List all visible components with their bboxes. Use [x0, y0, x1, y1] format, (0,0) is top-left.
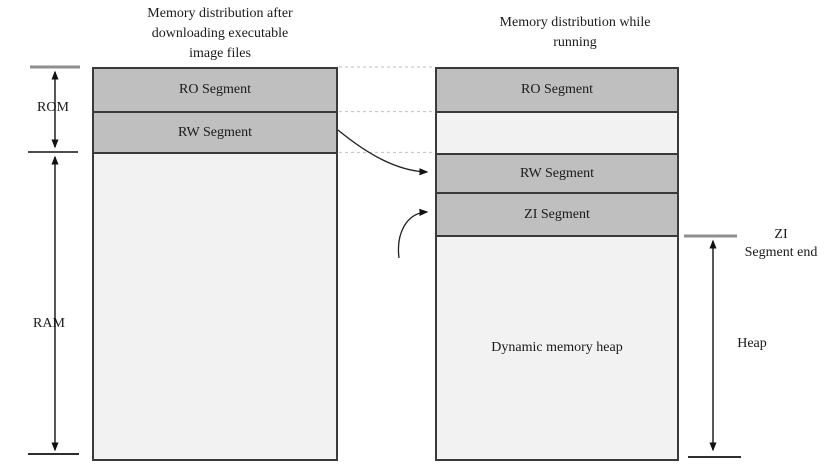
right-rw-segment: RW Segment	[437, 155, 677, 194]
right-heap-region: Dynamic memory heap	[437, 237, 677, 459]
left-rw-segment: RW Segment	[94, 113, 336, 154]
ram-bracket-label: RAM	[33, 316, 65, 331]
rw-relocation-arrow	[337, 129, 429, 176]
heap-bracket-label: Heap	[737, 336, 767, 351]
right-ro-segment-label: RO Segment	[521, 82, 593, 97]
left-column-title: Memory distribution after downloading ex…	[147, 6, 293, 61]
right-ro-segment: RO Segment	[437, 69, 677, 113]
right-gap-region	[437, 113, 677, 155]
zi-segment-end-label: ZI Segment end	[744, 227, 818, 260]
left-ro-segment-label: RO Segment	[179, 82, 251, 97]
right-zi-segment: ZI Segment	[437, 194, 677, 237]
right-column-title: Memory distribution while running	[499, 15, 651, 50]
left-rw-segment-label: RW Segment	[177, 124, 253, 140]
rom-bracket-label: ROM	[37, 100, 69, 115]
right-memory-box: RO Segment RW Segment ZI Segment Dynamic…	[435, 67, 679, 461]
right-heap-region-label: Dynamic memory heap	[491, 340, 623, 355]
left-empty-region	[94, 154, 336, 459]
left-memory-box: RO Segment RW Segment	[92, 67, 338, 461]
right-zi-segment-label: ZI Segment	[524, 206, 590, 222]
zi-relocation-arrow	[397, 208, 429, 259]
right-rw-segment-label: RW Segment	[519, 165, 595, 181]
left-ro-segment: RO Segment	[94, 69, 336, 113]
